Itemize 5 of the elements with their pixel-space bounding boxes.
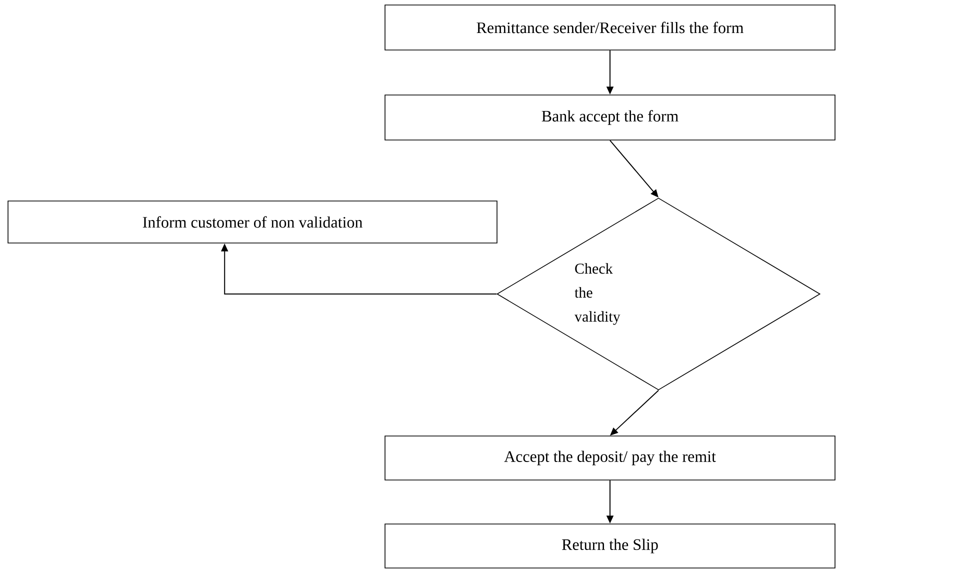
process-box: Inform customer of non validation — [8, 200, 498, 244]
process-box: Accept the deposit/ pay the remit — [384, 436, 836, 480]
process-box: Return the Slip — [384, 524, 836, 568]
process-box: Remittance sender/Receiver fills the form — [384, 4, 836, 50]
process-box: Bank accept the form — [384, 94, 836, 140]
